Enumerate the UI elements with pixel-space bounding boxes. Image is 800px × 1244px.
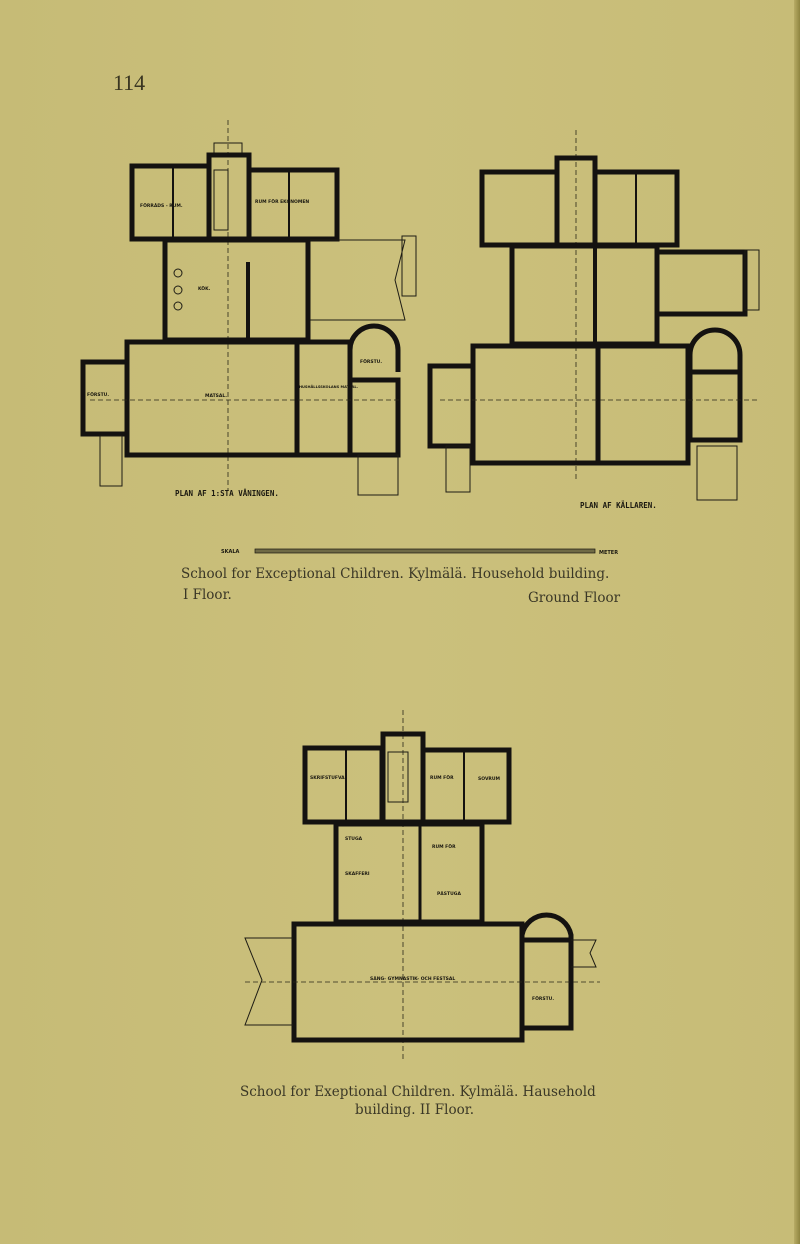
room-label: SKRIFSTUFVA — [310, 775, 345, 781]
room-label: FÖRSTU. — [532, 995, 554, 1002]
plan-title: PLAN AF 1:STA VÅNINGEN. — [175, 489, 279, 498]
page-number: 114 — [113, 70, 146, 95]
first-floor-plan: FÖRRÅDS - RUM. RUM FÖR EKONOMEN KÖK. MAT… — [80, 120, 417, 498]
scale-unit: METER — [599, 550, 618, 556]
room-label: HUSHÅLLSSKOLANS MATSAL. — [299, 384, 358, 389]
caption-bottom-line1: School for Exeptional Children. Kylmälä.… — [240, 1084, 596, 1100]
room-label: SKAFFERI — [345, 871, 370, 877]
room-label: SÅNG- GYMNASTIK- OCH FESTSAL — [370, 975, 455, 982]
caption-bottom-line2: building. II Floor. — [355, 1102, 475, 1118]
caption-top-line: School for Exceptional Children. Kylmälä… — [181, 566, 610, 582]
ground-floor-plan: PLAN AF KÄLLAREN. — [427, 130, 760, 510]
room-label: SOVRUM — [478, 776, 501, 782]
second-floor-plan: SKRIFSTUFVA RUM FÖR STUGA SKAFFERI RUM F… — [244, 710, 600, 1060]
room-label: FÖRSTU. — [360, 358, 382, 365]
room-label: FÖRRÅDS - RUM. — [140, 202, 183, 209]
caption-first-floor: I Floor. — [183, 587, 232, 603]
page-edge — [794, 0, 800, 1244]
room-label: FÖRSTU. — [87, 391, 109, 398]
room-label: PÅSTUGA — [437, 890, 461, 897]
room-label: KÖK. — [198, 285, 211, 292]
scale-label: SKALA — [221, 549, 240, 555]
room-label: RUM FÖR — [430, 774, 454, 781]
scale-bar: SKALA METER — [221, 548, 618, 556]
plan-title: PLAN AF KÄLLAREN. — [580, 501, 657, 510]
caption-ground-floor: Ground Floor — [528, 590, 621, 606]
room-label: STUGA — [345, 836, 363, 842]
room-label: RUM FÖR — [432, 843, 456, 850]
room-label: MATSAL. — [205, 393, 227, 399]
room-label: RUM FÖR EKONOMEN — [255, 198, 309, 205]
